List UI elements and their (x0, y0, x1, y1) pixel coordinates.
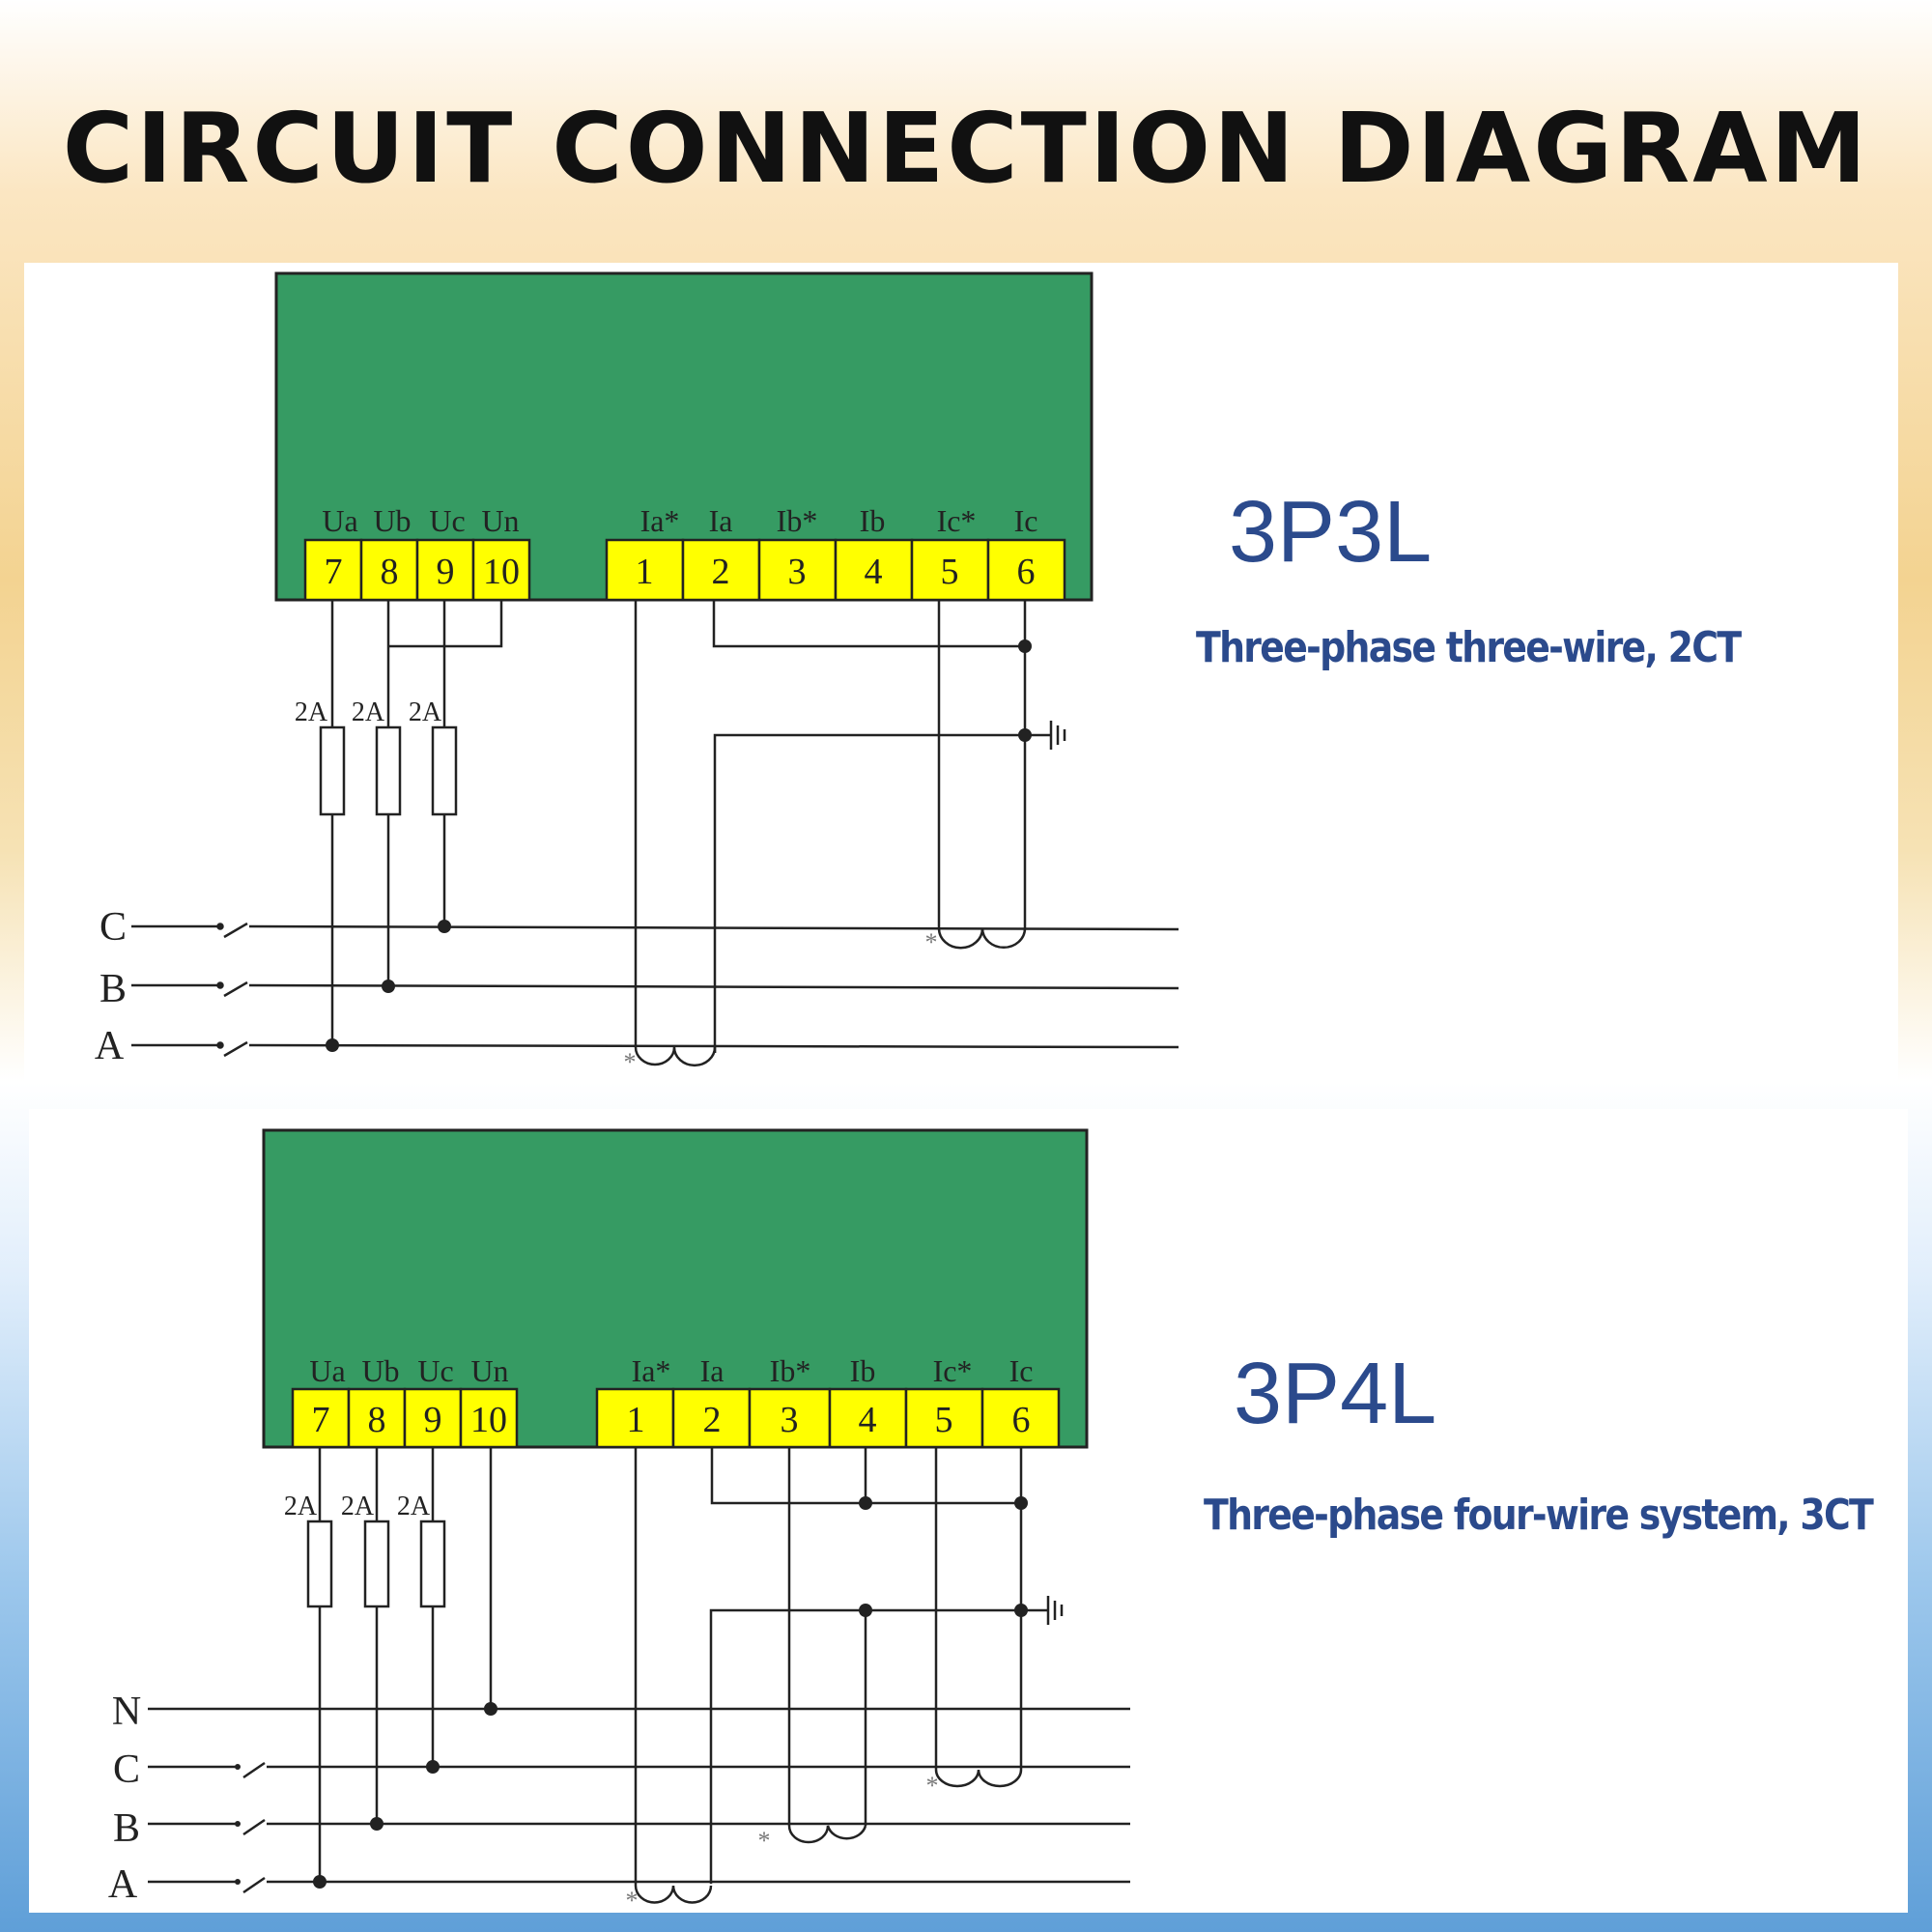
terminal-4 (828, 1387, 908, 1449)
terminal-number: 1 (627, 1400, 645, 1440)
fuse (319, 725, 346, 816)
fuse (363, 1520, 390, 1608)
terminal-number: 4 (859, 1400, 877, 1440)
label-uc: Uc (417, 1353, 453, 1388)
mode-label-3p3l: 3P3L (1229, 484, 1433, 581)
terminal-1 (605, 538, 685, 602)
terminal-5 (910, 538, 990, 602)
label-ib-star: Ib* (777, 503, 818, 538)
terminal-1 (595, 1387, 675, 1449)
terminal-number: 1 (636, 552, 654, 592)
terminal-number: 8 (368, 1400, 386, 1440)
fuse (431, 725, 458, 816)
line-label-c: C (113, 1747, 140, 1792)
current-terminal-block (595, 1387, 1061, 1449)
label-un: Un (481, 503, 519, 538)
terminal-number: 7 (312, 1400, 330, 1440)
terminal-number: 2 (712, 552, 730, 592)
terminal-10 (459, 1387, 519, 1449)
diagram-3p3l-labels: Ua Ub Uc Un 7 8 9 10 Ia* Ia Ib* Ib Ic* I… (95, 503, 1038, 1076)
mode-label-3p4l: 3P4L (1234, 1346, 1437, 1442)
mode-description-3p4l: Three-phase four-wire system, 3CT (1204, 1491, 1874, 1540)
label-ic: Ic (1009, 1353, 1034, 1388)
ct-polarity-mark: * (926, 1772, 939, 1800)
terminal-number: 6 (1012, 1400, 1031, 1440)
label-ia: Ia (709, 503, 733, 538)
ct-coil-c (937, 927, 1027, 950)
terminal-number: 3 (781, 1400, 799, 1440)
label-ua: Ua (309, 1353, 345, 1388)
line-label-a: A (95, 1024, 125, 1068)
diagram-3p4l-labels: Ua Ub Uc Un 7 8 9 10 Ia* Ia Ib* Ib Ic* I… (108, 1353, 1034, 1915)
page-title: CIRCUIT CONNECTION DIAGRAM (62, 92, 1870, 205)
ct-polarity-mark: * (925, 928, 938, 956)
terminal-2 (671, 1387, 752, 1449)
label-uc: Uc (429, 503, 465, 538)
terminal-number: 6 (1017, 552, 1036, 592)
line-label-c: C (99, 905, 127, 950)
label-ic-star: Ic* (933, 1353, 973, 1388)
terminal-number: 9 (424, 1400, 442, 1440)
terminal-number: 3 (788, 552, 807, 592)
terminal-2 (681, 538, 761, 602)
terminal-number: 4 (865, 552, 883, 592)
label-ib: Ib (850, 1353, 876, 1388)
terminal-number: 7 (325, 552, 343, 592)
fuse (419, 1520, 446, 1608)
fuse-rating: 2A (397, 1492, 431, 1521)
terminal-5 (904, 1387, 984, 1449)
current-terminal-block (605, 538, 1066, 602)
line-label-n: N (112, 1690, 141, 1734)
ct-coil-c (934, 1769, 1023, 1788)
terminal-number: 5 (941, 552, 959, 592)
fuse-rating: 2A (341, 1492, 375, 1521)
fuse-rating: 2A (352, 697, 385, 727)
label-ub: Ub (361, 1353, 399, 1388)
label-ib: Ib (860, 503, 886, 538)
terminal-6 (986, 538, 1066, 602)
label-ic: Ic (1014, 503, 1038, 538)
label-ua: Ua (322, 503, 357, 538)
line-label-b: B (99, 967, 127, 1011)
fuse (306, 1520, 333, 1608)
label-ia-star: Ia* (632, 1353, 671, 1388)
label-ic-star: Ic* (937, 503, 977, 538)
mode-description-3p3l: Three-phase three-wire, 2CT (1196, 623, 1742, 672)
fuse-rating: 2A (284, 1492, 318, 1521)
terminal-number: 10 (483, 552, 520, 592)
terminal-number: 10 (470, 1400, 507, 1440)
label-ib-star: Ib* (770, 1353, 811, 1388)
line-label-a: A (108, 1862, 138, 1907)
terminal-number: 5 (935, 1400, 953, 1440)
ct-coil-a (634, 1046, 717, 1067)
ct-coil-b (787, 1825, 867, 1844)
ct-polarity-mark: * (626, 1887, 639, 1915)
diagram-3p4l (148, 1128, 1130, 1904)
terminal-number: 2 (703, 1400, 722, 1440)
voltage-terminal-block (291, 1387, 519, 1449)
line-label-b: B (113, 1806, 140, 1851)
diagram-3p3l (131, 271, 1179, 1067)
terminal-4 (834, 538, 914, 602)
fuse-rating: 2A (409, 697, 442, 727)
fuse-rating: 2A (295, 697, 328, 727)
ct-polarity-mark: * (624, 1048, 637, 1076)
terminal-6 (980, 1387, 1061, 1449)
label-un: Un (470, 1353, 508, 1388)
terminal-number: 8 (381, 552, 399, 592)
label-ia: Ia (700, 1353, 724, 1388)
terminal-number: 9 (437, 552, 455, 592)
ct-coil-a (634, 1885, 713, 1904)
label-ia-star: Ia* (640, 503, 680, 538)
fuse (375, 725, 402, 816)
ct-polarity-mark: * (758, 1827, 771, 1855)
label-ub: Ub (373, 503, 411, 538)
